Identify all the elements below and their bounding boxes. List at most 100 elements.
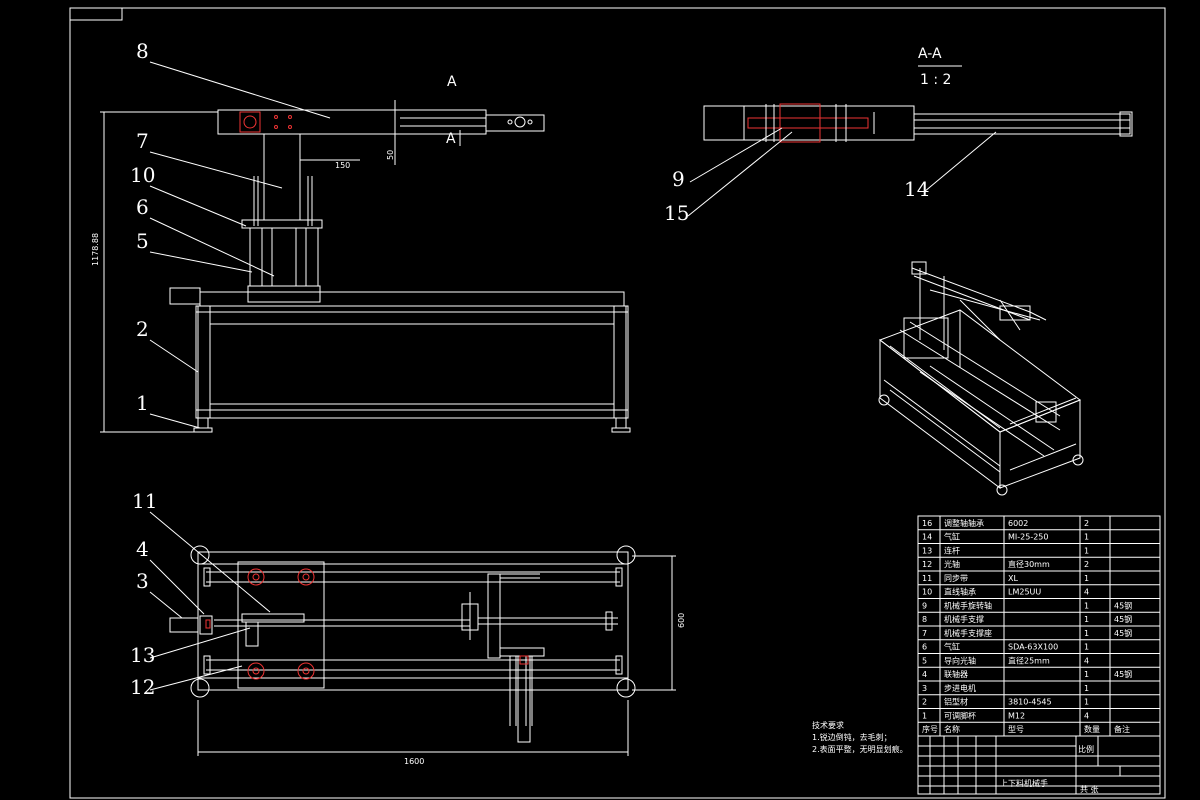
section-title: A-A xyxy=(918,46,942,62)
section-scale: 1 : 2 xyxy=(920,72,951,88)
bom-cell-name: 名称 xyxy=(944,724,960,734)
bom-row: 8 机械手支撑 1 45钢 xyxy=(918,614,1160,627)
bom-cell-no: 序号 xyxy=(922,724,938,734)
top-callouts: 11 4 3 13 12 xyxy=(130,489,271,699)
bom-cell-no: 6 xyxy=(922,643,927,652)
front-view: A A 150 50 xyxy=(91,74,631,433)
dim-50: 50 xyxy=(386,150,395,160)
corner-tag xyxy=(69,7,123,21)
bom-cell-qty: 1 xyxy=(1084,533,1089,542)
bom-cell-spec: XL xyxy=(1008,574,1018,583)
callout-1: 1 xyxy=(136,391,149,415)
callout-4: 4 xyxy=(136,537,149,561)
bom-row: 13 连杆 1 xyxy=(918,545,1160,558)
top-view: 1600 600 xyxy=(169,545,686,766)
bom-cell-no: 2 xyxy=(922,698,927,707)
bom-cell-no: 10 xyxy=(922,588,932,597)
callout-15: 15 xyxy=(664,201,689,225)
bom-cell-qty: 1 xyxy=(1084,615,1089,624)
callout-5: 5 xyxy=(136,229,149,253)
bom-header-row: 序号名称型号数量备注 xyxy=(918,724,1160,737)
title-block: 上下料机械手 比例 共 张 xyxy=(917,735,1161,795)
callout-14: 14 xyxy=(904,177,929,201)
bom-cell-qty: 4 xyxy=(1084,711,1089,720)
dim-width: 600 xyxy=(677,613,686,628)
drawing-name: 上下料机械手 xyxy=(1000,778,1048,788)
bom-row: 1 可调脚杯 M12 4 xyxy=(918,710,1160,723)
bom-cell-name: 气缸 xyxy=(944,532,960,542)
technical-notes: 技术要求 1.锐边倒钝，去毛刺； 2.表面平整，无明显划痕。 xyxy=(812,720,908,754)
front-callouts: 8 7 10 6 5 2 1 xyxy=(130,39,331,429)
section-aa: A-A 1 : 2 xyxy=(703,46,1133,143)
callout-11: 11 xyxy=(132,489,157,513)
bom-cell-spec: MI-25-250 xyxy=(1008,533,1048,542)
bom-cell-name: 同步带 xyxy=(944,574,968,583)
bom-cell-qty: 1 xyxy=(1084,574,1089,583)
bom-cell-qty: 1 xyxy=(1084,698,1089,707)
bom-cell-no: 8 xyxy=(922,615,927,624)
bom-cell-name: 直线轴承 xyxy=(944,587,976,597)
bom-cell-note: 45钢 xyxy=(1114,614,1132,624)
bom-cell-qty: 2 xyxy=(1084,519,1089,528)
bom-cell-name: 机械手支撑 xyxy=(944,614,984,624)
notes-line-2: 2.表面平整，无明显划痕。 xyxy=(812,744,908,754)
bom-cell-name: 机械手支撑座 xyxy=(944,628,992,638)
callout-8: 8 xyxy=(136,39,149,63)
bom-cell-spec: M12 xyxy=(1008,711,1025,720)
dim-height: 1178.88 xyxy=(91,233,100,266)
bom-cell-qty: 1 xyxy=(1084,629,1089,638)
callout-3: 3 xyxy=(136,569,149,593)
bom-cell-spec: SDA-63X100 xyxy=(1008,643,1058,652)
bom-cell-spec: LM25UU xyxy=(1008,588,1041,597)
callout-12: 12 xyxy=(130,675,155,699)
bom-cell-note: 备注 xyxy=(1114,724,1130,734)
bom-cell-name: 调整轴轴承 xyxy=(944,518,984,528)
outer-border xyxy=(69,7,1166,799)
section-label-a: A xyxy=(447,74,457,90)
bom-cell-qty: 1 xyxy=(1084,643,1089,652)
scale-label: 比例 xyxy=(1078,744,1094,754)
callout-6: 6 xyxy=(136,195,149,219)
bom-cell-spec: 直径25mm xyxy=(1008,655,1050,665)
bom-cell-qty: 4 xyxy=(1084,588,1089,597)
callout-13: 13 xyxy=(130,643,155,667)
notes-title: 技术要求 xyxy=(812,720,844,730)
sheet-label: 共 张 xyxy=(1080,785,1099,794)
bom-cell-name: 导向光轴 xyxy=(944,655,976,665)
bom-cell-qty: 4 xyxy=(1084,656,1089,665)
bom-cell-name: 可调脚杯 xyxy=(944,710,976,720)
bom-cell-qty: 2 xyxy=(1084,560,1089,569)
bom-cell-no: 3 xyxy=(922,684,927,693)
bom-cell-note: 45钢 xyxy=(1114,600,1132,610)
notes-line-1: 1.锐边倒钝，去毛刺； xyxy=(812,732,892,742)
bom-row: 10 直线轴承 LM25UU 4 xyxy=(918,587,1160,599)
bom-cell-no: 7 xyxy=(922,629,927,638)
bom-cell-qty: 数量 xyxy=(1084,724,1100,734)
section-marker-a: A xyxy=(446,131,456,147)
bom-row: 16 调整轴轴承 6002 2 xyxy=(918,518,1160,531)
bom-cell-no: 1 xyxy=(922,711,927,720)
bom-cell-no: 13 xyxy=(922,546,932,555)
bom-cell-name: 机械手旋转轴 xyxy=(944,600,992,610)
bom-cell-qty: 1 xyxy=(1084,546,1089,555)
dim-150: 150 xyxy=(335,161,350,170)
bom-cell-no: 14 xyxy=(922,533,932,542)
bom-cell-name: 连杆 xyxy=(944,545,960,555)
bom-cell-spec: 6002 xyxy=(1008,519,1028,528)
bom-cell-no: 4 xyxy=(922,670,927,679)
bom-cell-no: 9 xyxy=(922,601,927,610)
callout-7: 7 xyxy=(136,129,149,153)
bom-cell-no: 16 xyxy=(922,519,932,528)
bom-cell-note: 45钢 xyxy=(1114,628,1132,638)
bom-cell-name: 光轴 xyxy=(944,559,960,569)
bom-cell-qty: 1 xyxy=(1084,670,1089,679)
